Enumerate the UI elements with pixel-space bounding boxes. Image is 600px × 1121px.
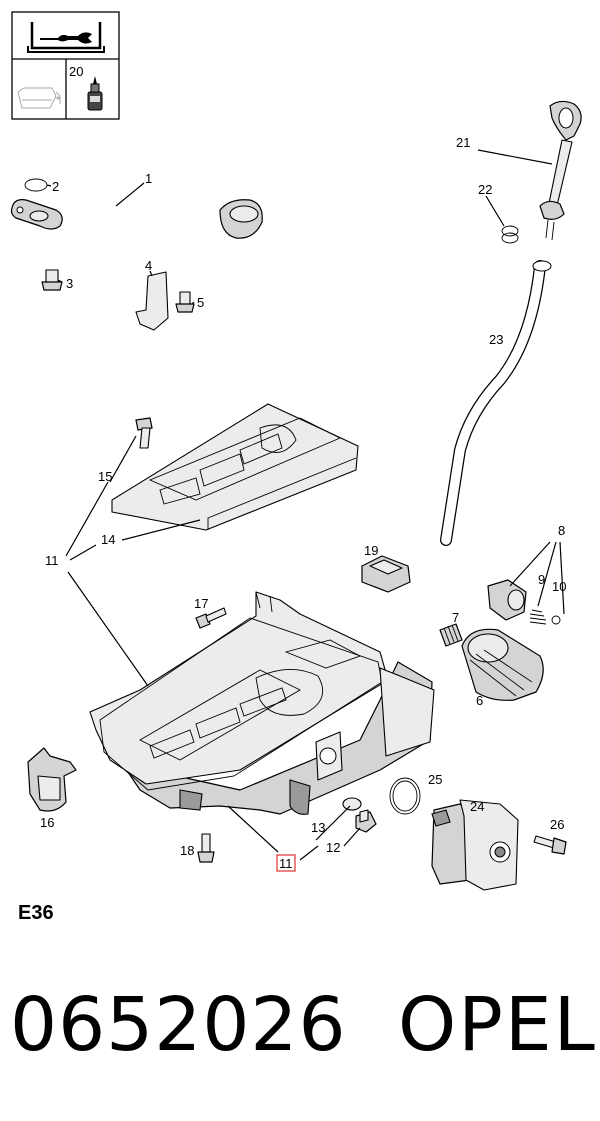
callout-14: 14 — [101, 532, 115, 547]
callout-22: 22 — [478, 182, 492, 197]
callout-4: 4 — [145, 258, 152, 273]
callout-11-top: 11 — [45, 553, 59, 568]
callout-1: 1 — [145, 171, 152, 186]
callout-10: 10 — [552, 579, 566, 594]
part-7-bush — [439, 623, 463, 647]
footer: 0652026 OPEL — [0, 980, 600, 1070]
callout-12: 12 — [326, 840, 340, 855]
callout-8: 8 — [558, 523, 565, 538]
part-23-guide-tube — [440, 260, 552, 546]
part-17-bolt — [195, 607, 227, 629]
part-5-bolt — [175, 291, 195, 313]
part-19-plug — [361, 555, 411, 593]
part-8-valve — [487, 579, 527, 621]
callout-labels: 1 2 3 4 5 6 7 8 9 10 11 11 12 13 14 15 1… — [40, 135, 566, 871]
sealant-tube-icon — [87, 76, 103, 111]
callout-7: 7 — [452, 610, 459, 625]
part-12-drain-plug — [355, 809, 377, 833]
part-11-oil-pan — [89, 591, 435, 815]
legend-item-label: 20 — [69, 64, 83, 79]
callout-17: 17 — [194, 596, 208, 611]
part-22-o-ring — [501, 225, 519, 244]
callout-18: 18 — [180, 843, 194, 858]
part-14-baffle-plate — [111, 403, 359, 531]
callout-24: 24 — [470, 799, 484, 814]
part-10-ball — [551, 615, 561, 625]
callout-11-bottom: 11 — [279, 856, 293, 871]
callout-23: 23 — [489, 332, 503, 347]
callout-26: 26 — [550, 817, 564, 832]
part-4-bracket — [135, 271, 169, 331]
callout-6: 6 — [476, 693, 483, 708]
part-6-oil-filter — [461, 628, 544, 701]
part-number: 0652026 — [10, 982, 347, 1068]
callout-2: 2 — [52, 179, 59, 194]
part-26-bolt — [533, 835, 567, 855]
part-13-washer — [342, 797, 362, 811]
section-code: E36 — [18, 902, 54, 924]
part-16-gasket — [27, 747, 77, 812]
callout-25: 25 — [428, 772, 442, 787]
callout-15: 15 — [98, 469, 112, 484]
part-1-oil-pipe — [10, 179, 263, 240]
part-2-seal — [24, 178, 48, 192]
callout-16: 16 — [40, 815, 54, 830]
callout-19: 19 — [364, 543, 378, 558]
callout-3: 3 — [66, 276, 73, 291]
callout-5: 5 — [197, 295, 204, 310]
highlight-box — [276, 854, 296, 872]
leader-lines — [46, 149, 565, 861]
part-15-bolt — [135, 417, 153, 449]
part-9-spring — [529, 609, 547, 625]
part-24-filter-housing — [431, 799, 519, 891]
part-25-o-ring — [389, 777, 421, 815]
brand-name: OPEL — [398, 982, 597, 1068]
callout-21: 21 — [456, 135, 470, 150]
callout-9: 9 — [538, 572, 545, 587]
legend-box: 20 — [11, 11, 120, 120]
repair-manual-icon — [27, 22, 105, 53]
part-21-dipstick — [539, 100, 582, 241]
oil-engine-icon — [17, 87, 61, 109]
part-18-bolt — [197, 833, 215, 863]
part-3-bolt — [41, 269, 63, 291]
callout-13: 13 — [311, 820, 325, 835]
